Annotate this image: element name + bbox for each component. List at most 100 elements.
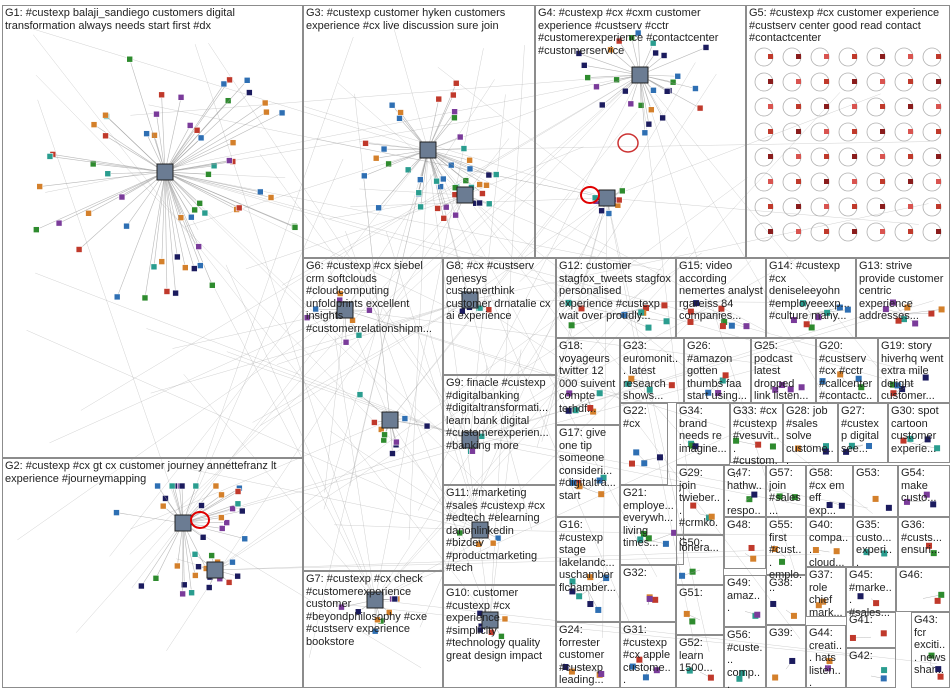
group-box-g54: G54: make custo... — [898, 465, 950, 517]
group-label-g17: G17: give one tip someone consideri... #… — [559, 427, 617, 502]
group-box-g23: G23: euromonit... latest research shows.… — [620, 338, 684, 403]
group-box-g40: G40: compa... cloud... — [806, 517, 853, 567]
group-label-g51: G51: — [679, 587, 721, 600]
group-label-g16: G16: #custexp stage lakelandc... uschamb… — [559, 519, 617, 594]
group-box-g55: G55: first #cust... emplo... — [766, 517, 806, 575]
group-box-g12: G12: customer stagfox_tweets stagfox per… — [556, 258, 676, 338]
group-box-g14: G14: #custexp #cx deniseleeyohn #employe… — [766, 258, 856, 338]
group-box-g52: G52: learn 1500... — [676, 635, 724, 688]
group-label-g53: G53: — [856, 467, 895, 480]
group-label-g49: G49: amaz... — [727, 577, 763, 615]
group-label-g11: G11: #marketing #sales #custexp #cx #edt… — [446, 487, 553, 575]
group-box-g48: G48: — [724, 517, 766, 569]
group-label-g22: G22: #cx — [623, 405, 665, 430]
group-box-g56: G56: #custe... comp... — [724, 627, 766, 688]
group-box-g42: G42: — [846, 648, 896, 688]
group-label-g50: G50: — [679, 537, 721, 550]
group-box-g11: G11: #marketing #sales #custexp #cx #edt… — [443, 485, 556, 585]
group-label-g39: G39: — [769, 627, 803, 640]
group-box-g19: G19: story hiverhq went extra mile delig… — [878, 338, 950, 403]
group-label-g9: G9: finacle #custexp #digitalbanking #di… — [446, 377, 553, 452]
group-label-g25: G25: podcast latest dropped link listen.… — [754, 340, 813, 403]
group-box-g45: G45: #marke... #sales... — [846, 567, 896, 612]
group-box-g30: G30: spot cartoon customer experie... — [888, 403, 950, 463]
group-label-g21: G21: employe... everywh... living times.… — [623, 487, 681, 550]
group-label-g10: G10: customer #custexp #cx experience #s… — [446, 587, 553, 662]
group-label-g26: G26: #amazon gotten thumbs faa start usi… — [687, 340, 748, 403]
group-label-g2: G2: #custexp #cx gt cx customer journey … — [5, 460, 300, 485]
group-label-g23: G23: euromonit... latest research shows.… — [623, 340, 681, 403]
group-label-g6: G6: #custexp #cx siebel crm softclouds #… — [306, 260, 440, 335]
group-label-g58: G58: #cx em eff exp... — [809, 467, 850, 517]
group-label-g30: G30: spot cartoon customer experie... — [891, 405, 947, 455]
group-label-g54: G54: make custo... — [901, 467, 947, 505]
group-box-g18: G18: voyageurs twitter 12 000 suivent co… — [556, 338, 620, 425]
group-label-g43: G43: fcr exciti... news shar... — [914, 614, 947, 677]
group-label-g32: G32: — [623, 567, 673, 580]
group-label-g55: G55: first #cust... emplo... — [769, 519, 803, 594]
group-box-g29: G29: join twieber... #crmko... lonera... — [676, 465, 724, 535]
group-box-g13: G13: strive provide customer centric exp… — [856, 258, 950, 338]
group-box-g28: G28: job #sales solve custome... — [783, 403, 838, 463]
group-box-g46: G46: — [896, 567, 950, 612]
group-label-g1: G1: #custexp balaji_sandiego customers d… — [5, 7, 300, 32]
group-box-g17: G17: give one tip someone consideri... #… — [556, 425, 620, 517]
group-box-g53: G53: — [853, 465, 898, 517]
group-box-g33: G33: #cx #custexp #vesuvit... #custom... — [730, 403, 783, 463]
group-box-g34: G34: brand needs re imagine... — [676, 403, 730, 465]
group-box-g35: G35: custo... experi... — [853, 517, 898, 567]
group-label-g24: G24: forrester customer #custexp leading… — [559, 624, 617, 687]
group-label-g5: G5: #custexp #cx customer experience #cu… — [749, 7, 947, 45]
group-label-g48: G48: — [727, 519, 763, 532]
group-label-g34: G34: brand needs re imagine... — [679, 405, 727, 455]
group-box-g43: G43: fcr exciti... news shar... — [911, 612, 950, 688]
group-box-g20: G20: #custserv #cx #cctr #callcenter #co… — [816, 338, 878, 403]
group-label-g36: G36: #custs... ensuri... — [901, 519, 947, 557]
group-label-g56: G56: #custe... comp... — [727, 629, 763, 692]
group-label-g7: G7: #custexp #cx check #customerexperien… — [306, 573, 440, 648]
group-box-g9: G9: finacle #custexp #digitalbanking #di… — [443, 375, 556, 485]
group-label-g19: G19: story hiverhq went extra mile delig… — [881, 340, 947, 403]
group-box-g49: G49: amaz... — [724, 575, 766, 627]
group-box-g32: G32: — [620, 565, 676, 622]
group-box-g7: G7: #custexp #cx check #customerexperien… — [303, 571, 443, 688]
group-label-g14: G14: #custexp #cx deniseleeyohn #employe… — [769, 260, 853, 323]
group-label-g31: G31: #custexp #cx apple custome... — [623, 624, 673, 687]
group-box-g21: G21: employe... everywh... living times.… — [620, 485, 684, 565]
group-box-g15: G15: video according nemertes analyst rg… — [676, 258, 766, 338]
group-box-g6: G6: #custexp #cx siebel crm softclouds #… — [303, 258, 443, 571]
group-label-g44: G44: creati... hats listen... — [809, 627, 843, 690]
group-box-g25: G25: podcast latest dropped link listen.… — [751, 338, 816, 403]
group-label-g8: G8: #cx #custserv genesys customerthink … — [446, 260, 553, 323]
group-box-g39: G39: — [766, 625, 806, 688]
group-box-g8: G8: #cx #custserv genesys customerthink … — [443, 258, 556, 375]
group-box-g24: G24: forrester customer #custexp leading… — [556, 622, 620, 688]
group-label-g13: G13: strive provide customer centric exp… — [859, 260, 947, 323]
group-label-g35: G35: custo... experi... — [856, 519, 895, 569]
group-box-g16: G16: #custexp stage lakelandc... uschamb… — [556, 517, 620, 622]
group-box-g5: G5: #custexp #cx customer experience #cu… — [746, 5, 950, 258]
group-box-g36: G36: #custs... ensuri... — [898, 517, 950, 567]
group-label-g15: G15: video according nemertes analyst rg… — [679, 260, 763, 323]
group-box-g2: G2: #custexp #cx gt cx customer journey … — [2, 458, 303, 688]
group-box-g37: G37: role chief mark... — [806, 567, 846, 617]
group-label-g27: G27: #custexp digital see... — [841, 405, 885, 455]
group-label-g12: G12: customer stagfox_tweets stagfox per… — [559, 260, 673, 323]
group-label-g57: G57: join #sales... — [769, 467, 803, 517]
group-box-g10: G10: customer #custexp #cx experience #s… — [443, 585, 556, 688]
group-box-g47: G47: hathw... respo... — [724, 465, 766, 517]
group-box-g4: G4: #custexp #cx #cxm customer experienc… — [535, 5, 746, 258]
group-box-g1: G1: #custexp balaji_sandiego customers d… — [2, 5, 303, 458]
group-label-g37: G37: role chief mark... — [809, 569, 843, 619]
group-label-g42: G42: — [849, 650, 893, 663]
group-label-g28: G28: job #sales solve custome... — [786, 405, 835, 468]
group-label-g45: G45: #marke... #sales... — [849, 569, 893, 619]
group-box-g22: G22: #cx — [620, 403, 668, 485]
group-box-g27: G27: #custexp digital see... — [838, 403, 888, 463]
group-label-g4: G4: #custexp #cx #cxm customer experienc… — [538, 7, 743, 57]
group-box-g44: G44: creati... hats listen... — [806, 625, 846, 688]
group-box-g31: G31: #custexp #cx apple custome... — [620, 622, 676, 688]
group-label-g18: G18: voyageurs twitter 12 000 suivent co… — [559, 340, 617, 415]
group-label-g40: G40: compa... cloud... — [809, 519, 850, 569]
